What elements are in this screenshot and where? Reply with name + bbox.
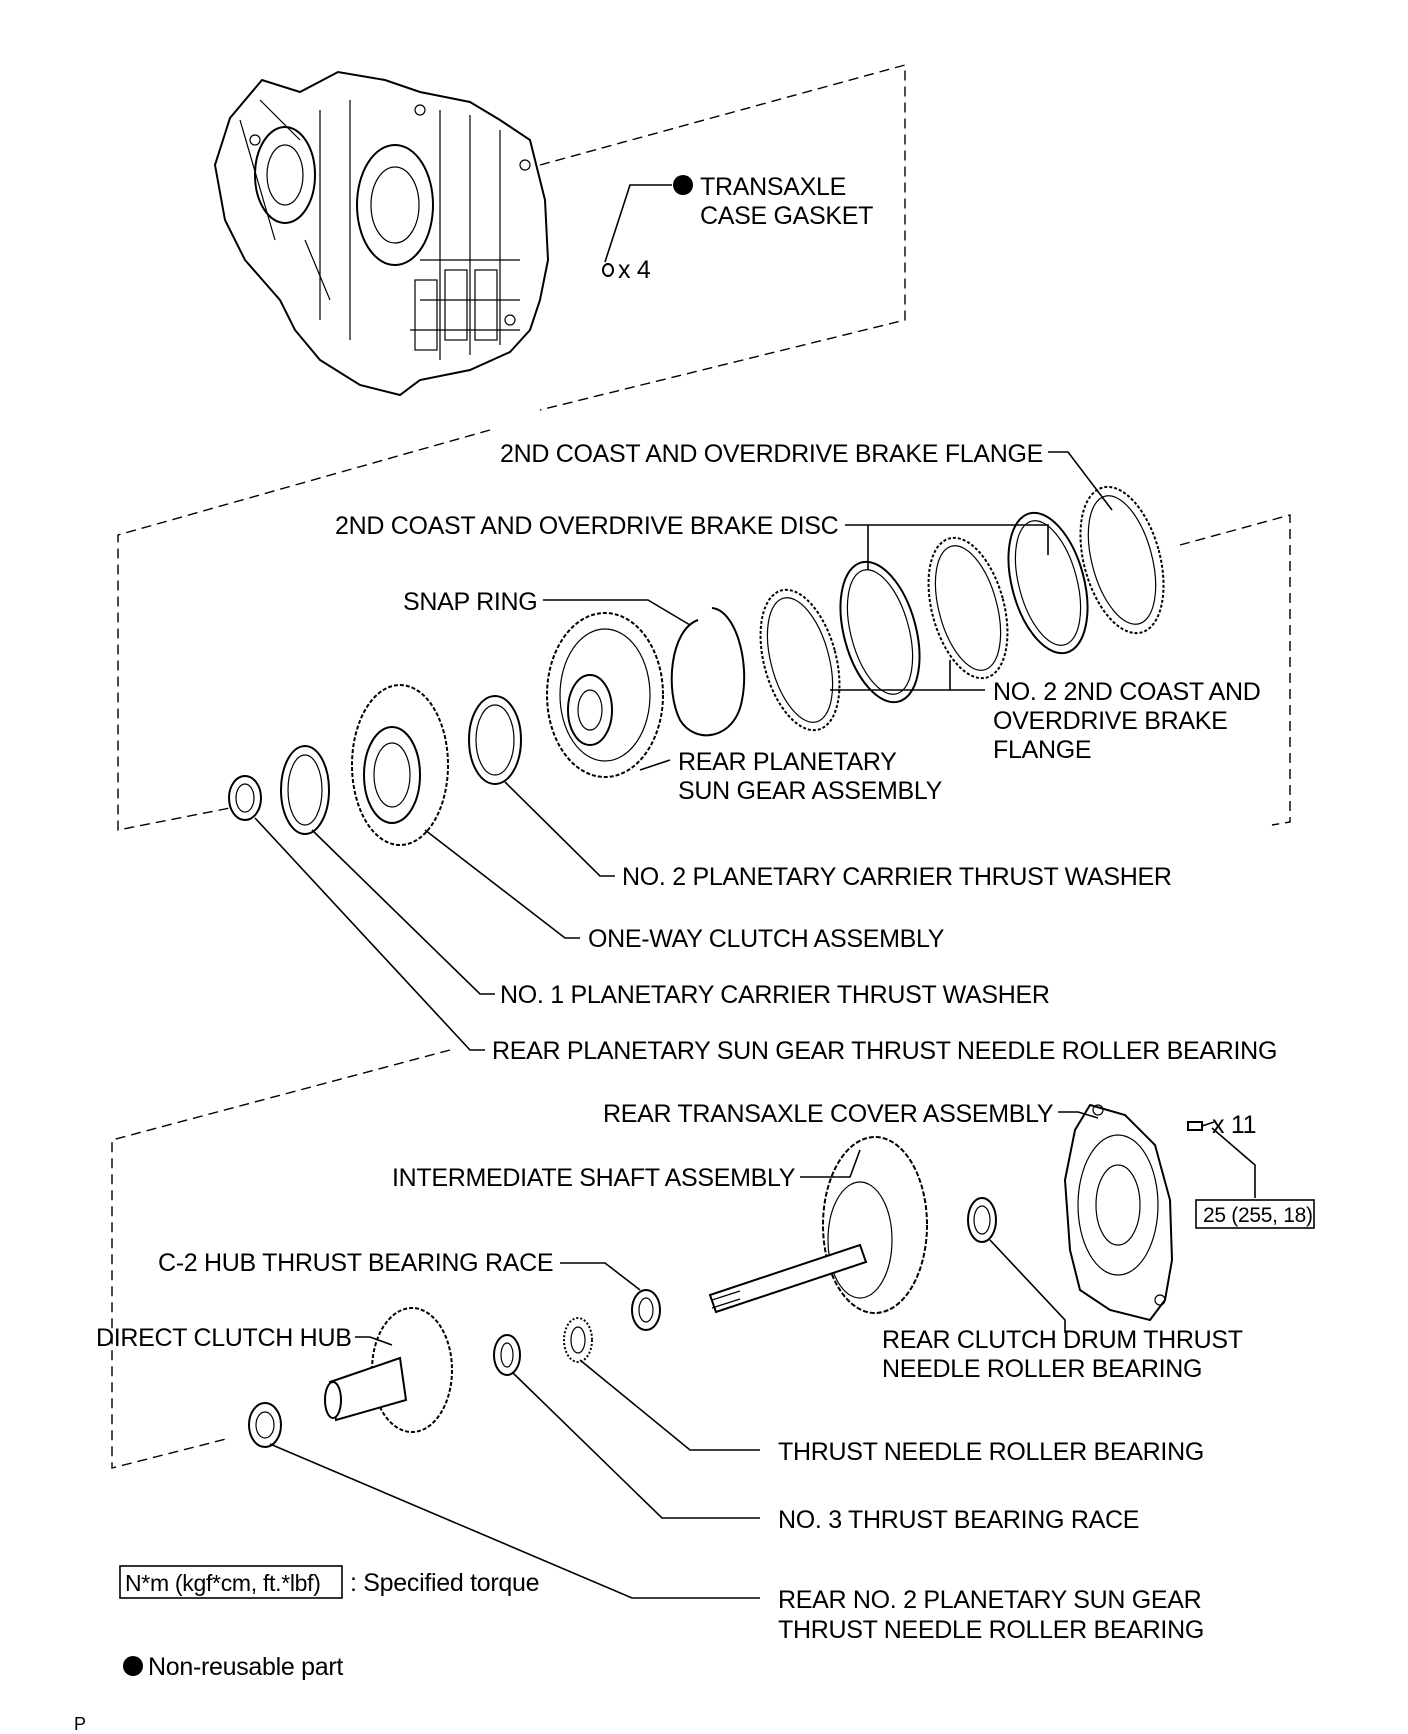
label-direct-clutch-hub: DIRECT CLUTCH HUB <box>96 1324 352 1352</box>
label-brake-disc: 2ND COAST AND OVERDRIVE BRAKE DISC <box>335 512 839 540</box>
label-no2-flange-1: NO. 2 2ND COAST AND <box>993 678 1261 706</box>
transaxle-case-gasket <box>602 175 693 277</box>
rear-transaxle-cover <box>1063 1103 1174 1322</box>
label-transaxle-case-gasket-2: CASE GASKET <box>700 202 873 230</box>
legend-non-reusable-marker <box>123 1656 143 1676</box>
label-thrust-needle-bearing: THRUST NEEDLE ROLLER BEARING <box>778 1438 1204 1466</box>
label-rear-no2-2: THRUST NEEDLE ROLLER BEARING <box>778 1616 1204 1644</box>
label-rear-clutch-drum-1: REAR CLUTCH DRUM THRUST <box>882 1326 1243 1354</box>
non-reusable-marker <box>673 175 693 195</box>
label-no2-flange-3: FLANGE <box>993 736 1091 764</box>
rear-sun-gear-thrust-bearing <box>228 775 262 821</box>
label-bolt-qty: x 11 <box>1212 1111 1256 1139</box>
c2-hub-thrust-race <box>631 1289 661 1331</box>
leader-lines <box>254 451 1256 1599</box>
label-transaxle-case-gasket-1: TRANSAXLE <box>700 173 846 201</box>
direct-clutch-hub <box>324 1307 453 1433</box>
label-rear-transaxle-cover: REAR TRANSAXLE COVER ASSEMBLY <box>603 1100 1054 1128</box>
legend-torque-unit: N*m (kgf*cm, ft.*lbf) <box>125 1570 321 1596</box>
label-intermediate-shaft: INTERMEDIATE SHAFT ASSEMBLY <box>392 1164 796 1192</box>
rear-planetary-sun-gear <box>546 612 664 778</box>
label-no1-carrier-washer: NO. 1 PLANETARY CARRIER THRUST WASHER <box>500 981 1050 1009</box>
one-way-clutch <box>351 684 449 846</box>
label-no2-carrier-washer: NO. 2 PLANETARY CARRIER THRUST WASHER <box>622 863 1172 891</box>
intermediate-shaft <box>708 1136 928 1314</box>
label-rear-planetary-2: SUN GEAR ASSEMBLY <box>678 777 943 805</box>
snap-ring <box>670 607 746 737</box>
label-no2-flange-2: OVERDRIVE BRAKE <box>993 707 1227 735</box>
group-frames <box>111 64 1291 1469</box>
footer-code: P <box>74 1714 86 1734</box>
label-rear-planetary-1: REAR PLANETARY <box>678 748 897 776</box>
legend: N*m (kgf*cm, ft.*lbf) : Specified torque… <box>119 1565 539 1681</box>
label-torque-value: 25 (255, 18) <box>1203 1204 1313 1227</box>
label-no3-race: NO. 3 THRUST BEARING RACE <box>778 1506 1139 1534</box>
brake-plates <box>759 485 1165 732</box>
label-one-way-clutch: ONE-WAY CLUTCH ASSEMBLY <box>588 925 945 953</box>
no3-thrust-race <box>493 1334 521 1376</box>
transaxle-case-illustration <box>213 70 550 397</box>
rear-clutch-drum-bearing <box>967 1197 997 1243</box>
part-labels: TRANSAXLE CASE GASKET x 4 2ND COAST AND … <box>96 173 1315 1644</box>
thrust-needle-bearing <box>563 1317 593 1363</box>
legend-non-reusable: Non-reusable part <box>148 1653 343 1681</box>
label-snap-ring: SNAP RING <box>403 588 537 616</box>
label-brake-flange: 2ND COAST AND OVERDRIVE BRAKE FLANGE <box>500 440 1043 468</box>
label-c2-hub-race: C-2 HUB THRUST BEARING RACE <box>158 1249 553 1277</box>
no1-carrier-thrust-washer <box>280 745 330 835</box>
label-rear-sun-gear-bearing: REAR PLANETARY SUN GEAR THRUST NEEDLE RO… <box>492 1037 1277 1065</box>
legend-torque-desc: : Specified torque <box>350 1569 539 1597</box>
label-rear-no2-1: REAR NO. 2 PLANETARY SUN GEAR <box>778 1586 1201 1614</box>
no2-carrier-thrust-washer <box>468 695 522 785</box>
bolt <box>1187 1121 1215 1131</box>
label-rear-clutch-drum-2: NEEDLE ROLLER BEARING <box>882 1355 1202 1383</box>
label-gasket-qty: x 4 <box>618 256 651 284</box>
rear-no2-thrust-bearing <box>248 1402 282 1448</box>
